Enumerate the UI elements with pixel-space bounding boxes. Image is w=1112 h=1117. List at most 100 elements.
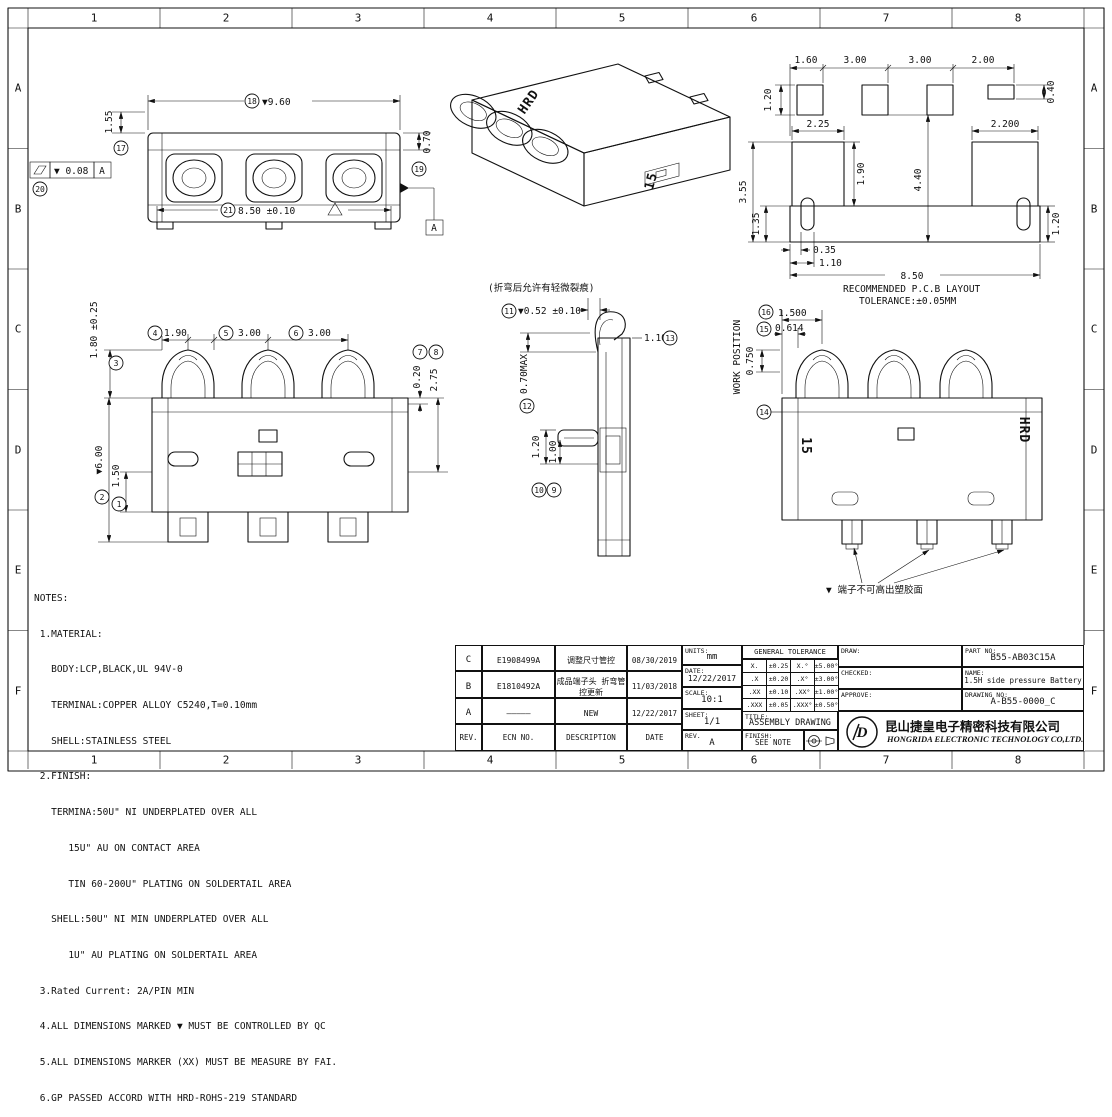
part-name-label: NAME: — [965, 669, 985, 677]
tol-cell: X. — [742, 659, 766, 672]
iso-model-marking: 15 — [642, 171, 661, 192]
title-label: TITLE: — [745, 713, 769, 721]
note-line: 1U" AU PLATING ON SOLDERTAIL AREA — [34, 950, 258, 961]
grid-row-label: A — [14, 81, 22, 95]
pcb-dim-2-25: 2.25 — [807, 119, 830, 130]
third-angle-projection-symbol — [806, 735, 835, 747]
tol-cell: ±0.20 — [766, 672, 790, 685]
dim-8-50: 8.50 ±0.10 — [238, 206, 295, 217]
tol-cell: ±0.05 — [766, 698, 790, 711]
rev-c-desc: 调整尺寸管控 — [555, 645, 627, 671]
company-name-en: HONGRIDA ELECTRONIC TECHNOLOGY CO,LTD. — [887, 734, 1084, 744]
grid-col-label: 7 — [882, 11, 890, 25]
dim-0-614: 0.614 — [775, 323, 804, 334]
finish-value: SEE NOTE — [754, 738, 792, 747]
note-line: 5.ALL DIMENSIONS MARKER (XX) MUST BE MEA… — [34, 1057, 338, 1069]
sheet-cell: SHEET: 1/1 — [682, 709, 742, 730]
fcf-value: ▼ 0.08 — [54, 166, 89, 177]
balloon-19: 19 — [411, 161, 427, 177]
tolerance-header: GENERAL TOLERANCE — [742, 645, 838, 659]
draw-label: DRAW: — [841, 647, 861, 655]
pcb-dim-4-40: 4.40 — [913, 168, 924, 191]
dim-0-70max: 0.70MAX — [519, 354, 530, 394]
rev-b-date: 11/03/2018 — [627, 671, 682, 698]
note-line: TERMINA:50U" NI UNDERPLATED OVER ALL — [34, 807, 258, 819]
svg-text:16: 16 — [761, 308, 771, 317]
note-line: TERMINAL:COPPER ALLOY C5240,T=0.10mm — [34, 699, 258, 711]
rev-b-desc: 成品端子头 折弯管控更新 — [555, 671, 627, 698]
dim-1-50: 1.50 — [111, 464, 122, 487]
datum-flag: A — [400, 183, 444, 236]
grid-col-label: 7 — [882, 753, 890, 767]
datum-label: A — [431, 223, 437, 234]
rev-cell: REV. A — [682, 730, 742, 751]
grid-col-label: 8 — [1014, 753, 1022, 767]
dim-1-00: 1.00 — [548, 440, 559, 463]
tol-cell: ±0.10 — [766, 685, 790, 698]
svg-text:20: 20 — [35, 185, 45, 194]
scale-cell: SCALE: 10:1 — [682, 687, 742, 709]
note-line: SHELL:STAINLESS STEEL — [34, 735, 172, 747]
balloon-13: 13 — [662, 330, 678, 346]
scale-value: 10:1 — [701, 695, 723, 705]
grid-col-label: 1 — [90, 753, 98, 767]
checked-cell: CHECKED: — [838, 667, 962, 689]
balloon-14: 14 — [756, 404, 772, 420]
balloon-5: 5 — [218, 325, 234, 341]
draw-cell: DRAW: — [838, 645, 962, 667]
tol-cell: .X — [742, 672, 766, 685]
pcb-dim-1-60: 1.60 — [795, 55, 818, 66]
pcb-layout-view: 1.60 3.00 3.00 2.00 0.40 1.20 2.25 2.200… — [738, 55, 1062, 307]
company-logo: D — [846, 716, 878, 748]
svg-text:19: 19 — [414, 165, 424, 174]
front-view-top: ▼9.60 1.55 0.70 8.50 ±0.10 ▼ 0.08 A — [29, 95, 444, 236]
svg-text:7: 7 — [418, 348, 423, 357]
balloon-1: 1 — [111, 496, 127, 512]
work-brand-marking: HRD — [1016, 417, 1031, 443]
grid-col-label: 5 — [618, 11, 626, 25]
note-line: 4.ALL DIMENSIONS MARKED ▼ MUST BE CONTRO… — [34, 1021, 326, 1033]
pcb-dim-0-40: 0.40 — [1046, 80, 1057, 103]
tol-cell: .XX° — [790, 685, 814, 698]
dim-9-60: ▼9.60 — [262, 97, 291, 108]
rev-c-rev: C — [455, 645, 482, 671]
dim-1-80: 1.80 ±0.25 — [89, 301, 100, 358]
svg-text:9: 9 — [552, 486, 557, 495]
grid-col-label: 2 — [222, 11, 230, 25]
grid-col-label: 2 — [222, 753, 230, 767]
balloon-7: 7 — [412, 344, 428, 360]
balloon-21: 21 — [220, 202, 236, 218]
note-line: SHELL:50U" NI MIN UNDERPLATED OVER ALL — [34, 914, 269, 926]
notes-block: NOTES: 1.MATERIAL: BODY:LCP,BLACK,UL 94V… — [34, 569, 337, 1117]
date-value: 12/22/2017 — [687, 673, 737, 683]
rev-a-rev: A — [455, 698, 482, 724]
grid-row-label: C — [1090, 322, 1098, 336]
rev-value: A — [709, 737, 715, 748]
tol-cell: ±5.00° — [814, 659, 838, 672]
projection-cell — [804, 730, 838, 751]
dim-1-20: 1.20 — [531, 435, 542, 458]
drawing-no-label: DRAWING NO: — [965, 691, 1009, 699]
balloons: 1 2 3 4 5 6 7 8 9 10 11 12 13 14 15 16 1… — [32, 93, 774, 512]
company-cell: D 昆山捷皇电子精密科技有限公司 HONGRIDA ELECTRONIC TEC… — [838, 711, 1084, 751]
part-no-label: PART NO: — [965, 647, 997, 655]
pcb-dim-3-00-a: 3.00 — [844, 55, 867, 66]
rev-header-desc: DESCRIPTION — [555, 724, 627, 751]
engineering-drawing: ▼9.60 1.55 0.70 8.50 ±0.10 ▼ 0.08 A — [7, 7, 1105, 772]
grid-row-label: F — [14, 684, 22, 698]
rev-b-ecn: E1810492A — [482, 671, 555, 698]
balloon-16: 16 — [758, 304, 774, 320]
terminal-note: ▼ 端子不可高出塑胶面 — [826, 584, 923, 596]
dim-0-20: 0.20 — [412, 365, 423, 388]
svg-text:5: 5 — [224, 329, 229, 338]
grid-row-label: C — [14, 322, 22, 336]
date-cell: DATE: 12/22/2017 — [682, 665, 742, 687]
pcb-dim-3-55: 3.55 — [738, 181, 749, 204]
sheet-border — [7, 7, 1105, 772]
work-position-label: WORK POSITION — [732, 320, 743, 395]
part-no-cell: PART NO: B55-AB03C15A — [962, 645, 1084, 667]
iso-brand-marking: HRD — [515, 87, 542, 117]
balloon-8: 8 — [428, 344, 444, 360]
grid-col-label: 8 — [1014, 11, 1022, 25]
rev-header-rev: REV. — [455, 724, 482, 751]
